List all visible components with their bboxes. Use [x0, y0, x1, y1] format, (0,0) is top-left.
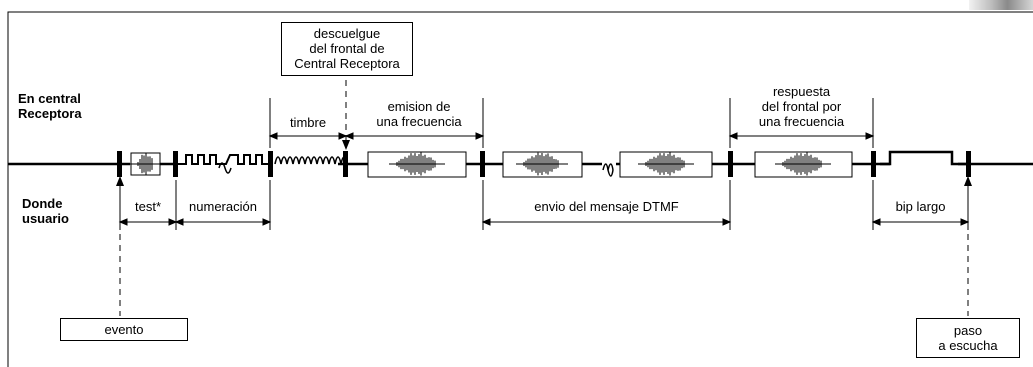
offhook-box: descuelgue del frontal de Central Recept… [281, 22, 413, 76]
emission-waveform-icon [389, 152, 445, 176]
marker-dtmf-end [728, 151, 733, 177]
long-beep-label: bip largo [895, 199, 946, 214]
break-symbol [218, 162, 232, 174]
dtmf-waveform-icon-1 [516, 152, 568, 176]
corner-graphic [969, 0, 1033, 10]
beep-span-arrow [871, 218, 970, 226]
listen-arrow [964, 176, 972, 186]
user-row-label: Donde usuario [22, 196, 69, 226]
response-label: respuesta del frontal por una frecuencia [730, 84, 873, 129]
emission-label: emision de una frecuencia [355, 99, 483, 129]
numeracion-label: numeración [189, 199, 257, 214]
offhook-line-1: descuelgue [313, 26, 381, 41]
dtmf-span-arrow [481, 218, 732, 226]
response-span-arrow [728, 132, 875, 140]
offhook-arrow [342, 140, 350, 150]
marker-offhook [343, 151, 348, 177]
marker-test-end [173, 151, 178, 177]
user-line-2: usuario [22, 211, 69, 226]
response-line-2: del frontal por [761, 99, 842, 114]
test-label: test* [134, 199, 161, 214]
response-waveform-icon [775, 152, 831, 176]
listen-line-1: paso [953, 323, 983, 338]
response-line-1: respuesta [772, 84, 831, 99]
dtmf-label: envio del mensaje DTMF [534, 199, 679, 214]
test-waveform-icon [130, 153, 162, 175]
marker-event [117, 151, 122, 177]
timbre-span-arrow [268, 132, 348, 140]
marker-dial-end [268, 151, 273, 177]
frame-border [7, 11, 1033, 367]
ring-signal-coil [274, 156, 348, 165]
central-line-1: En central [18, 91, 81, 106]
marker-response-end [871, 151, 876, 177]
event-arrow [116, 176, 124, 186]
event-text: evento [104, 322, 144, 337]
central-row-label: En central Receptora [18, 91, 82, 121]
response-line-3: una frecuencia [758, 114, 845, 129]
emission-line-2: una frecuencia [376, 114, 462, 129]
dtmf-waveform-icon-2 [638, 152, 694, 176]
timbre-label: timbre [289, 115, 327, 130]
emission-line-1: emision de [387, 99, 451, 114]
long-beep-pulse [880, 150, 966, 166]
marker-emission-end [480, 151, 485, 177]
offhook-line-3: Central Receptora [294, 56, 400, 71]
dial-span-arrow [174, 218, 272, 226]
central-line-2: Receptora [18, 106, 82, 121]
marker-listen [966, 151, 971, 177]
offhook-line-2: del frontal de [309, 41, 385, 56]
event-box: evento [60, 318, 188, 341]
listen-line-2: a escucha [938, 338, 998, 353]
test-span-arrow [118, 218, 178, 226]
emission-span-arrow [344, 132, 485, 140]
listen-box: paso a escucha [916, 318, 1020, 358]
user-line-1: Donde [22, 196, 63, 211]
